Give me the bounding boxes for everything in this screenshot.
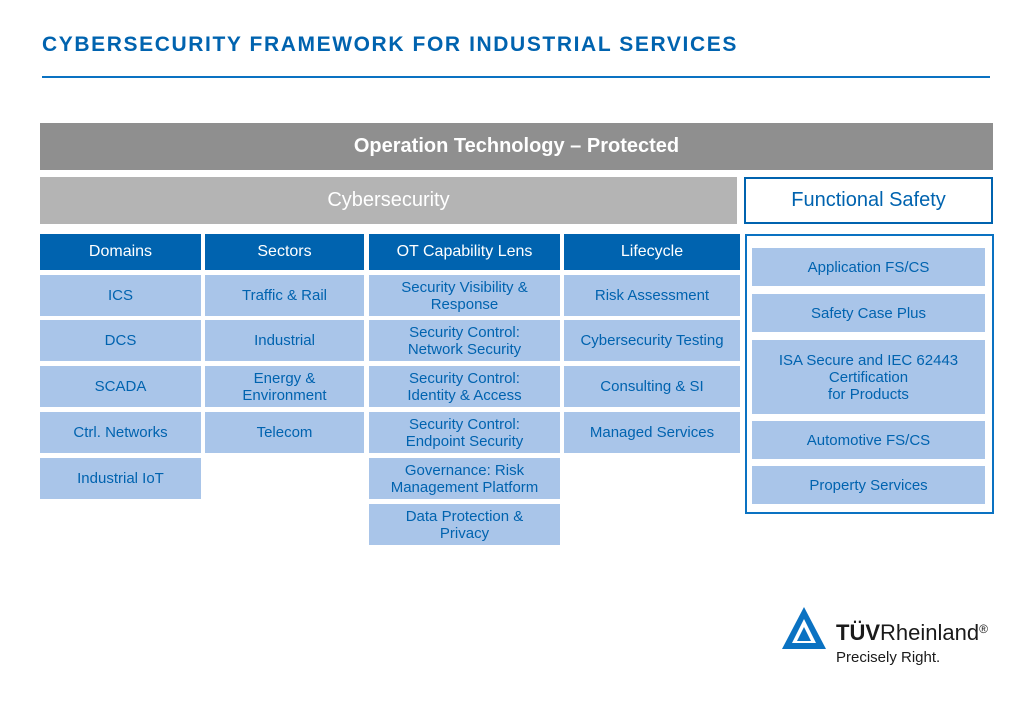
ot-banner: Operation Technology – Protected bbox=[40, 123, 993, 170]
title-divider bbox=[42, 76, 990, 78]
functional-safety-banner: Functional Safety bbox=[744, 177, 993, 224]
functional-safety-item: Safety Case Plus bbox=[752, 294, 985, 332]
framework-cell: Security Control:Endpoint Security bbox=[369, 412, 560, 453]
framework-cell: Security Visibility &Response bbox=[369, 275, 560, 316]
column-header: Sectors bbox=[205, 234, 364, 270]
framework-cell: SCADA bbox=[40, 366, 201, 407]
framework-cell: Managed Services bbox=[564, 412, 740, 453]
cybersecurity-banner: Cybersecurity bbox=[40, 177, 737, 224]
functional-safety-item: Property Services bbox=[752, 466, 985, 504]
functional-safety-item: Application FS/CS bbox=[752, 248, 985, 286]
tuv-rheinland-logo: TÜVRheinland® Precisely Right. bbox=[780, 605, 1010, 675]
framework-cell: Consulting & SI bbox=[564, 366, 740, 407]
column-header: OT Capability Lens bbox=[369, 234, 560, 270]
framework-cell: Industrial IoT bbox=[40, 458, 201, 499]
page-title: CYBERSECURITY FRAMEWORK FOR INDUSTRIAL S… bbox=[42, 33, 738, 56]
logo-name: TÜVRheinland® bbox=[836, 620, 988, 646]
framework-cell: Energy &Environment bbox=[205, 366, 364, 407]
tuv-triangle-icon bbox=[782, 607, 826, 649]
framework-cell: Security Control:Identity & Access bbox=[369, 366, 560, 407]
framework-cell: Data Protection &Privacy bbox=[369, 504, 560, 545]
framework-cell: Telecom bbox=[205, 412, 364, 453]
logo-tagline: Precisely Right. bbox=[836, 649, 941, 666]
logo-name-rest: Rheinland bbox=[880, 620, 980, 645]
framework-cell: Cybersecurity Testing bbox=[564, 320, 740, 361]
framework-cell: Industrial bbox=[205, 320, 364, 361]
registered-mark: ® bbox=[979, 622, 988, 636]
framework-cell: ICS bbox=[40, 275, 201, 316]
framework-cell: DCS bbox=[40, 320, 201, 361]
column-header: Domains bbox=[40, 234, 201, 270]
logo-name-bold: TÜV bbox=[836, 620, 880, 645]
column-header: Lifecycle bbox=[564, 234, 740, 270]
framework-cell: Traffic & Rail bbox=[205, 275, 364, 316]
framework-cell: Security Control:Network Security bbox=[369, 320, 560, 361]
functional-safety-item: Automotive FS/CS bbox=[752, 421, 985, 459]
framework-cell: Ctrl. Networks bbox=[40, 412, 201, 453]
framework-cell: Risk Assessment bbox=[564, 275, 740, 316]
